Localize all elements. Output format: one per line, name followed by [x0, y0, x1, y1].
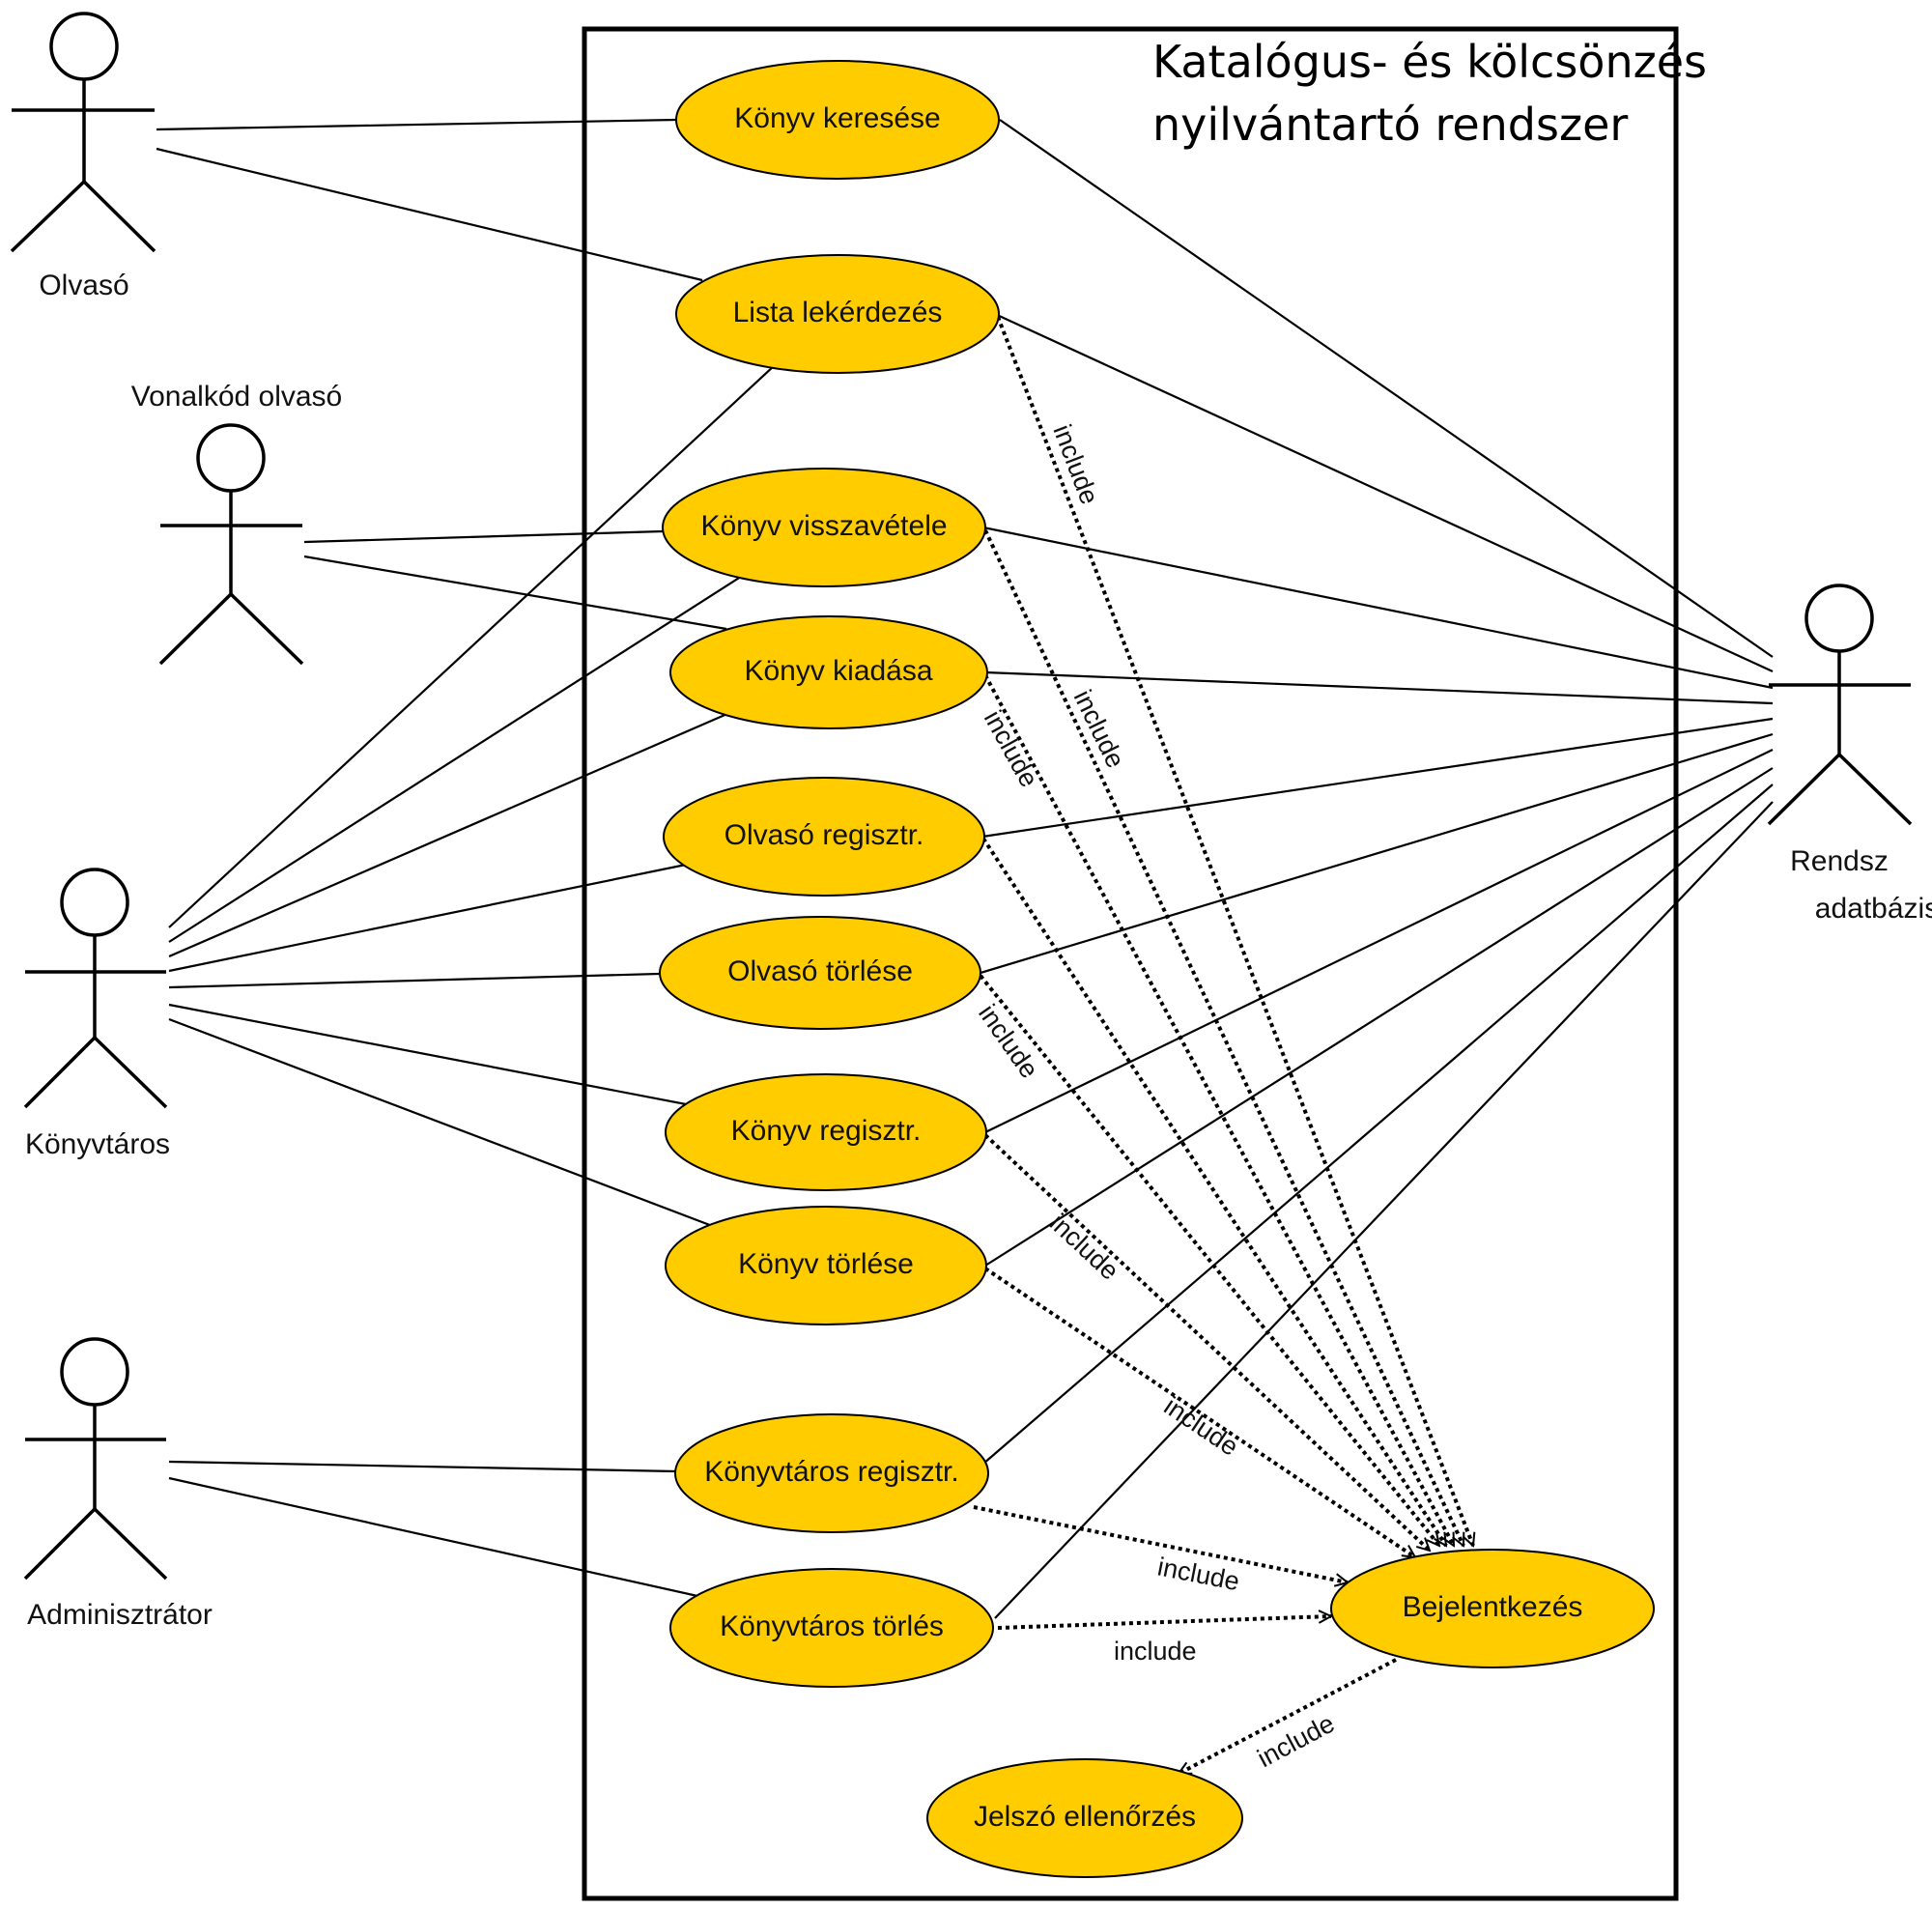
- use-case-konyv-kiadasa[interactable]: Könyv kiadása: [669, 615, 988, 729]
- assoc-konyvtaros-visszavetele: [168, 574, 745, 943]
- actor-konyvtaros-head: [60, 868, 129, 937]
- include-konyvtaros-torles: [997, 1616, 1331, 1630]
- use-case-lista-lekerdezes[interactable]: Lista lekérdezés: [675, 254, 1000, 374]
- assoc-db-olvaso-torlese: [980, 732, 1774, 975]
- assoc-db-olvaso-regisztr: [981, 717, 1774, 839]
- assoc-db-kiadasa: [984, 670, 1774, 705]
- assoc-vonalkod-kiadasa: [303, 555, 727, 631]
- actor-adminisztrator[interactable]: [23, 1337, 168, 1581]
- use-case-konyv-regisztr[interactable]: Könyv regisztr.: [665, 1073, 987, 1191]
- use-case-konyv-visszavetele[interactable]: Könyv visszavétele: [662, 468, 986, 587]
- actor-konyvtaros[interactable]: [23, 868, 168, 1109]
- include-label-konyvtaros-regisztr: include: [1155, 1552, 1242, 1596]
- include-label-olvaso-torlese: include: [973, 999, 1044, 1083]
- svg-text:Olvasó regisztr.: Olvasó regisztr.: [724, 819, 924, 851]
- svg-text:Könyv regisztr.: Könyv regisztr.: [731, 1115, 922, 1147]
- assoc-admin-konyvtaros-regisztr: [168, 1460, 677, 1473]
- include-jelszo: [1179, 1658, 1397, 1776]
- include-label-konyv-regisztr: include: [1044, 1208, 1124, 1285]
- actor-label-rendszer-1: Rendsz: [1790, 845, 1889, 877]
- assoc-konyvtaros-olvaso-torlese: [168, 972, 660, 989]
- use-case-olvaso-torlese[interactable]: Olvasó törlése: [659, 916, 981, 1030]
- assoc-vonalkod-visszavetele: [303, 529, 664, 544]
- assoc-admin-konyvtaros-torles: [168, 1476, 698, 1598]
- include-lines: [973, 316, 1473, 1776]
- svg-text:Könyvtáros regisztr.: Könyvtáros regisztr.: [704, 1456, 958, 1488]
- actor-vonalkod-head: [196, 423, 266, 493]
- include-konyvtaros-regisztr: [973, 1505, 1348, 1582]
- include-lista: [996, 316, 1473, 1546]
- include-label-lista: include: [1047, 420, 1104, 508]
- include-kiadasa: [983, 674, 1456, 1546]
- actor-rendszer-head: [1804, 584, 1874, 653]
- include-olvaso-regisztr: [981, 837, 1448, 1546]
- include-konyv-torlese: [983, 1267, 1415, 1559]
- svg-text:Könyv kiadása: Könyv kiadása: [744, 655, 932, 687]
- svg-text:Könyv keresése: Könyv keresése: [734, 102, 940, 134]
- assoc-db-konyv-regisztr: [984, 749, 1774, 1133]
- assoc-db-keresese: [999, 119, 1774, 658]
- include-visszavetele: [983, 529, 1465, 1546]
- assoc-konyvtaros-konyv-torlese: [168, 1017, 716, 1229]
- actor-label-olvaso: Olvasó: [39, 270, 128, 301]
- svg-text:Könyvtáros törlés: Könyvtáros törlés: [720, 1610, 944, 1642]
- use-case-konyvtaros-regisztr[interactable]: Könyvtáros regisztr.: [674, 1413, 989, 1533]
- assoc-db-lista: [994, 313, 1774, 672]
- use-case-konyvtaros-torles[interactable]: Könyvtáros törlés: [669, 1568, 994, 1688]
- actor-labels: Olvasó Vonalkód olvasó Könyvtáros Admini…: [25, 270, 1932, 1631]
- assoc-db-konyv-torlese: [984, 767, 1774, 1267]
- actor-rendszer-adatbazis[interactable]: [1767, 584, 1913, 826]
- svg-text:Lista lekérdezés: Lista lekérdezés: [733, 297, 943, 328]
- actor-label-vonalkod: Vonalkód olvasó: [131, 381, 343, 413]
- assoc-db-visszavetele: [982, 526, 1774, 690]
- use-case-konyv-torlese[interactable]: Könyv törlése: [665, 1206, 987, 1325]
- actor-vonalkod-olvaso[interactable]: [158, 423, 304, 666]
- assoc-db-konyvtaros-regisztr: [982, 784, 1774, 1465]
- actor-adminisztrator-head: [60, 1337, 129, 1407]
- actor-label-rendszer-2: adatbázis: [1815, 893, 1932, 925]
- system-title-line-1: Katalógus- és kölcsönzés: [1152, 36, 1707, 88]
- use-case-olvaso-regisztr[interactable]: Olvasó regisztr.: [663, 777, 985, 897]
- system-boundary: [582, 26, 1679, 1901]
- use-case-konyv-keresese[interactable]: Könyv keresése: [675, 60, 1000, 180]
- assoc-konyvtaros-kiadasa: [168, 711, 730, 958]
- use-case-jelszo-ellenorzes[interactable]: Jelszó ellenőrzés: [926, 1758, 1243, 1878]
- include-label-konyvtaros-torles: include: [1114, 1637, 1197, 1666]
- assoc-konyvtaros-olvaso-regisztr: [168, 863, 687, 973]
- actor-label-adminisztrator: Adminisztrátor: [27, 1599, 213, 1631]
- assoc-konyvtaros-lista: [168, 364, 776, 928]
- svg-text:Könyv visszavétele: Könyv visszavétele: [700, 510, 947, 542]
- include-konyv-regisztr: [983, 1133, 1430, 1551]
- svg-text:Bejelentkezés: Bejelentkezés: [1403, 1591, 1583, 1623]
- svg-text:Könyv törlése: Könyv törlése: [738, 1248, 914, 1280]
- actor-olvaso-head: [49, 12, 119, 81]
- association-lines: [156, 118, 1774, 1619]
- use-case-bejelentkezes[interactable]: Bejelentkezés: [1330, 1549, 1655, 1668]
- use-cases: Könyv keresése Lista lekérdezés Könyv vi…: [659, 60, 1655, 1878]
- assoc-olvaso-keresese: [156, 118, 677, 131]
- include-label-kiadasa: include: [979, 705, 1044, 791]
- assoc-db-konyvtaros-torles: [994, 801, 1774, 1619]
- svg-text:Jelszó ellenőrzés: Jelszó ellenőrzés: [974, 1801, 1196, 1833]
- actor-olvaso[interactable]: [10, 12, 156, 253]
- assoc-olvaso-lista: [156, 147, 703, 282]
- actors: [10, 12, 1913, 1581]
- include-olvaso-torlese: [979, 974, 1441, 1546]
- include-label-jelszo: include: [1253, 1709, 1340, 1774]
- assoc-konyvtaros-konyv-regisztr: [168, 1003, 687, 1106]
- actor-label-konyvtaros: Könyvtáros: [25, 1128, 170, 1160]
- system-title-line-2: nyilvántartó rendszer: [1152, 99, 1628, 151]
- svg-text:Olvasó törlése: Olvasó törlése: [727, 955, 913, 987]
